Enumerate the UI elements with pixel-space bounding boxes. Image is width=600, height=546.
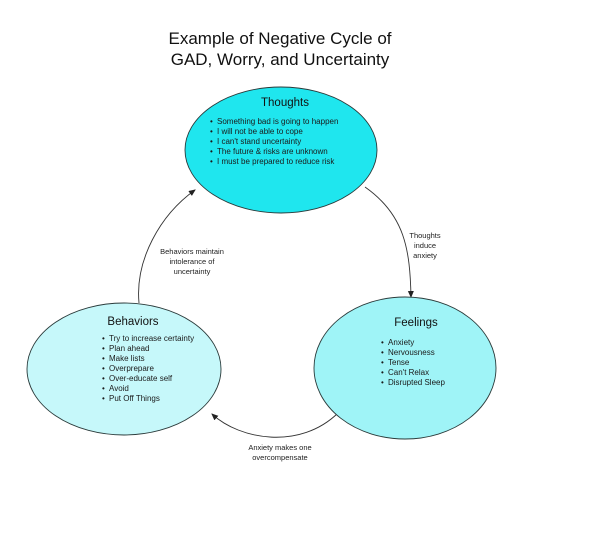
behaviors-list: Try to increase certainty Plan ahead Mak… (102, 334, 212, 404)
list-item: Put Off Things (102, 394, 212, 404)
list-item: Overprepare (102, 364, 212, 374)
edge-label-line: induce (413, 241, 437, 250)
list-item: Try to increase certainty (102, 334, 212, 344)
edge-label-line: Behaviors maintain (160, 247, 224, 256)
edge-label-line: intolerance of (169, 257, 215, 266)
behaviors-title: Behaviors (107, 316, 159, 328)
feelings-content: Feelings Anxiety Nervousness Tense Can't… (381, 317, 471, 388)
behaviors-content: Behaviors Try to increase certainty Plan… (102, 316, 212, 404)
list-item: I must be prepared to reduce risk (210, 157, 360, 167)
list-item: Anxiety (381, 338, 471, 348)
edge-label-line: overcompensate (252, 453, 308, 462)
edge-label-behaviors-to-thoughts: Behaviors maintain intolerance of uncert… (147, 247, 237, 277)
list-item: Can't Relax (381, 368, 471, 378)
edge-label-thoughts-to-feelings: Thoughts induce anxiety (402, 231, 448, 261)
diagram-title: Example of Negative Cycle of GAD, Worry,… (150, 28, 410, 70)
edge-feelings-to-behaviors (211, 412, 339, 438)
list-item: Nervousness (381, 348, 471, 358)
title-line-1: Example of Negative Cycle of (168, 29, 392, 48)
edge-label-line: anxiety (413, 251, 437, 260)
feelings-list: Anxiety Nervousness Tense Can't Relax Di… (381, 338, 471, 388)
feelings-title: Feelings (394, 317, 438, 329)
edge-label-line: Anxiety makes one (248, 443, 312, 452)
edge-label-feelings-to-behaviors: Anxiety makes one overcompensate (230, 443, 330, 463)
edge-label-line: uncertainty (173, 267, 211, 276)
thoughts-list: Something bad is going to happen I will … (210, 117, 360, 167)
list-item: Something bad is going to happen (210, 117, 360, 127)
edge-thoughts-to-feelings (364, 186, 414, 298)
list-item: Over-educate self (102, 374, 212, 384)
thoughts-title: Thoughts (261, 97, 309, 109)
list-item: I will not be able to cope (210, 127, 360, 137)
edge-label-line: Thoughts (409, 231, 441, 240)
edge-behaviors-to-thoughts (138, 189, 196, 304)
list-item: Disrupted Sleep (381, 378, 471, 388)
thoughts-content: Thoughts Something bad is going to happe… (210, 97, 360, 167)
list-item: Make lists (102, 354, 212, 364)
list-item: Avoid (102, 384, 212, 394)
list-item: I can't stand uncertainty (210, 137, 360, 147)
list-item: The future & risks are unknown (210, 147, 360, 157)
list-item: Plan ahead (102, 344, 212, 354)
list-item: Tense (381, 358, 471, 368)
title-line-2: GAD, Worry, and Uncertainty (170, 50, 390, 69)
